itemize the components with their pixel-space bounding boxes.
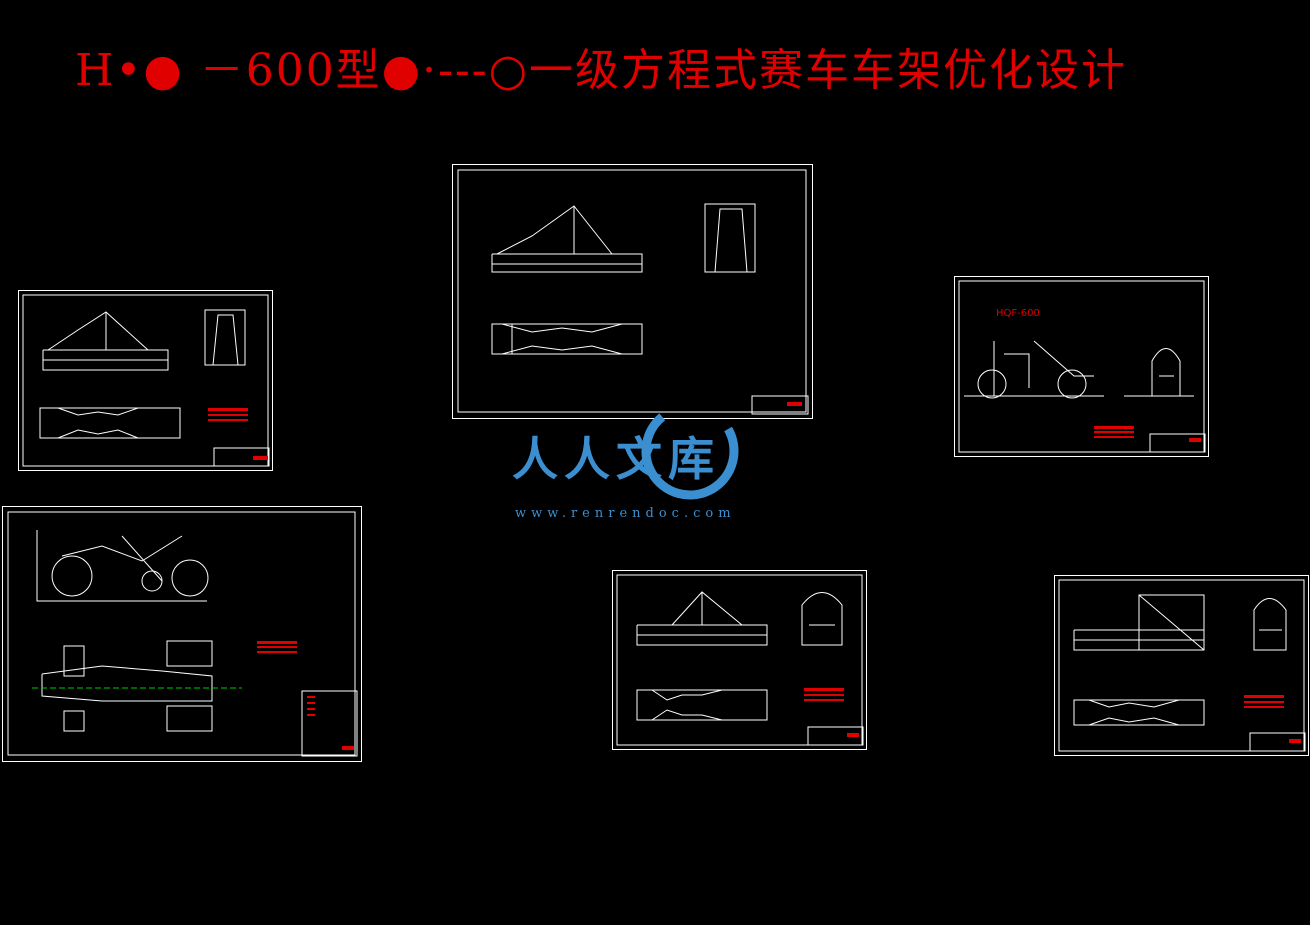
drawing-sheet-5[interactable] [612,570,867,750]
watermark-logo-icon [641,402,739,500]
watermark-text: 人人文库 [512,432,720,486]
drawing-sheet-3[interactable]: HQF-600 [954,276,1209,457]
drawing-sheet-1[interactable] [18,290,273,471]
drawing-sheet-4[interactable] [2,506,362,762]
drawing-sheet-6[interactable] [1054,575,1309,756]
sheet-3-label: HQF-600 [996,308,1040,319]
drawing-title: H•● －600型●·---○一级方程式赛车车架优化设计 [75,45,1128,96]
watermark-url: www.renrendoc.com [515,506,736,521]
drawing-sheet-2[interactable] [452,164,813,419]
